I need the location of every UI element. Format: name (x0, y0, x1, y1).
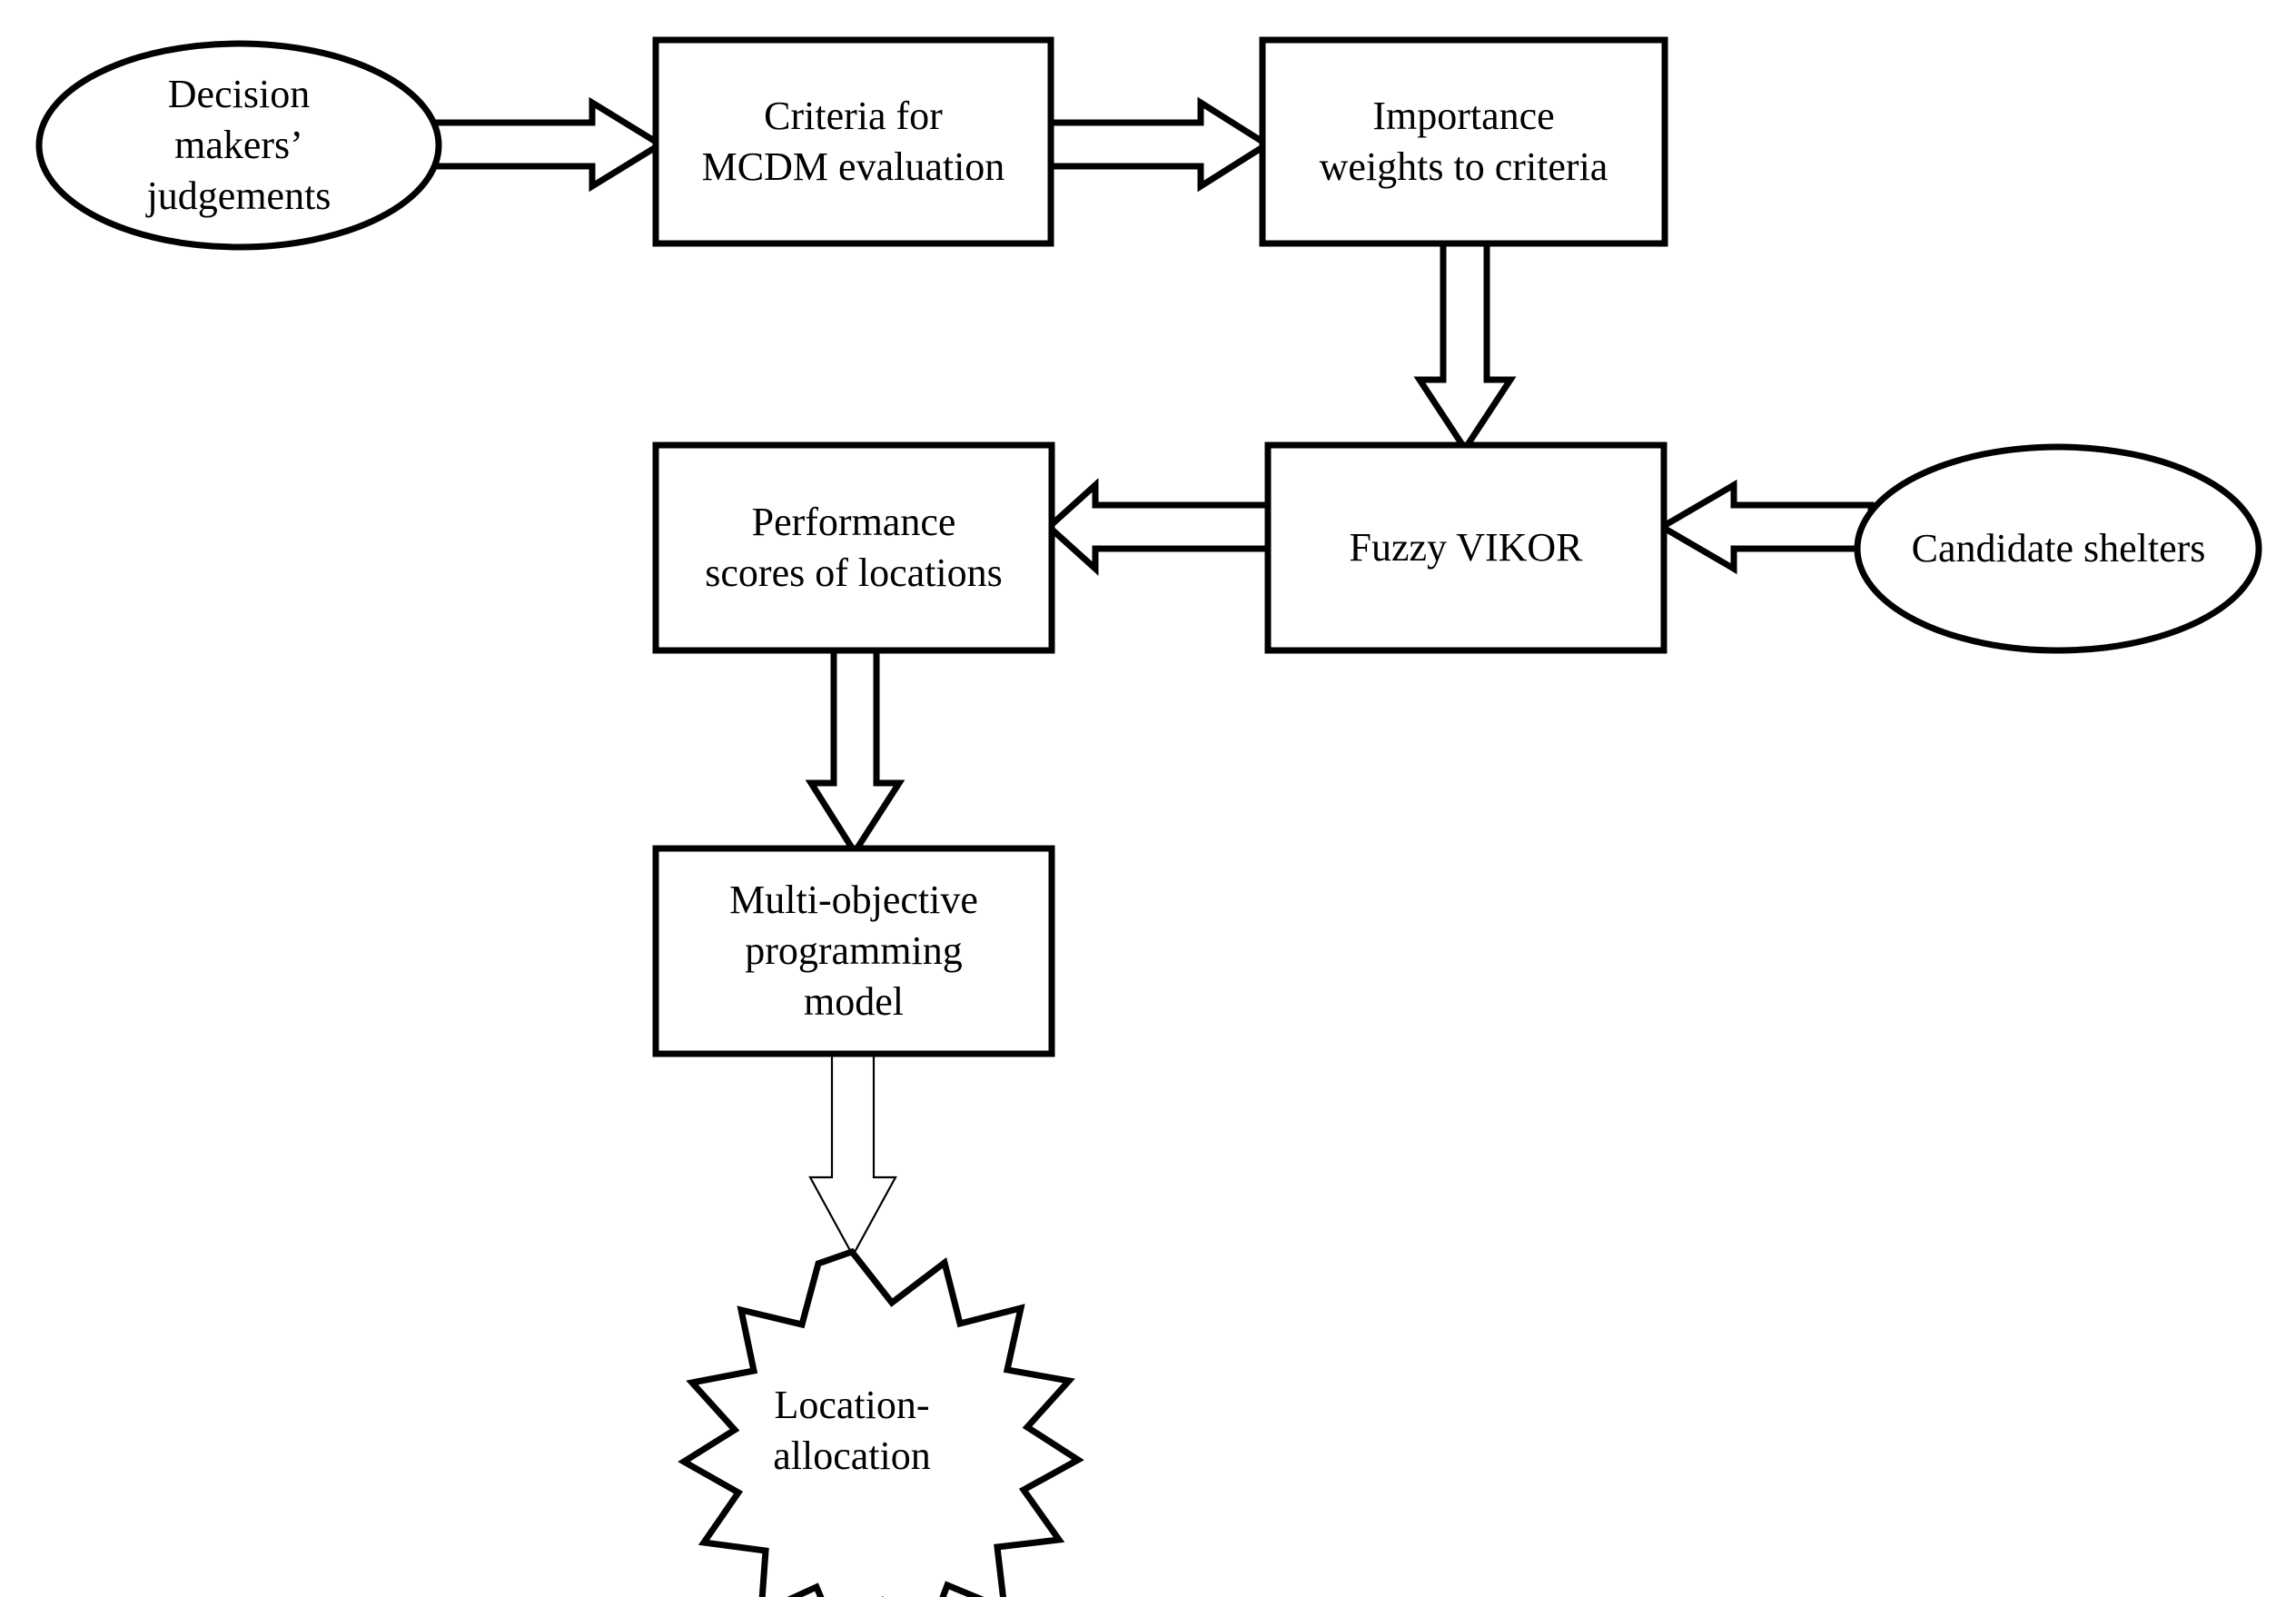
node-location-allocation[interactable] (678, 1247, 1084, 1597)
connector-vikor-to-scores (1044, 478, 1275, 576)
node-decision-makers-judgements[interactable] (35, 40, 442, 251)
connector-judgements-to-criteria (430, 96, 667, 193)
node-fuzzy-vikor[interactable] (1264, 441, 1668, 654)
connector-scores-to-model (805, 643, 906, 858)
node-candidate-shelters[interactable] (1854, 443, 2262, 654)
node-multi-objective-programming-model[interactable] (652, 845, 1055, 1057)
connector-shelters-to-vikor (1656, 479, 1875, 575)
connector-criteria-to-weights (1043, 96, 1273, 193)
node-criteria-for-mcdm-evaluation[interactable] (652, 36, 1054, 247)
node-importance-weights-to-criteria[interactable] (1259, 36, 1668, 247)
connector-weights-to-vikor (1413, 236, 1517, 455)
connector-model-to-location-allocation (808, 1048, 897, 1258)
node-performance-scores-of-locations[interactable] (652, 441, 1055, 654)
